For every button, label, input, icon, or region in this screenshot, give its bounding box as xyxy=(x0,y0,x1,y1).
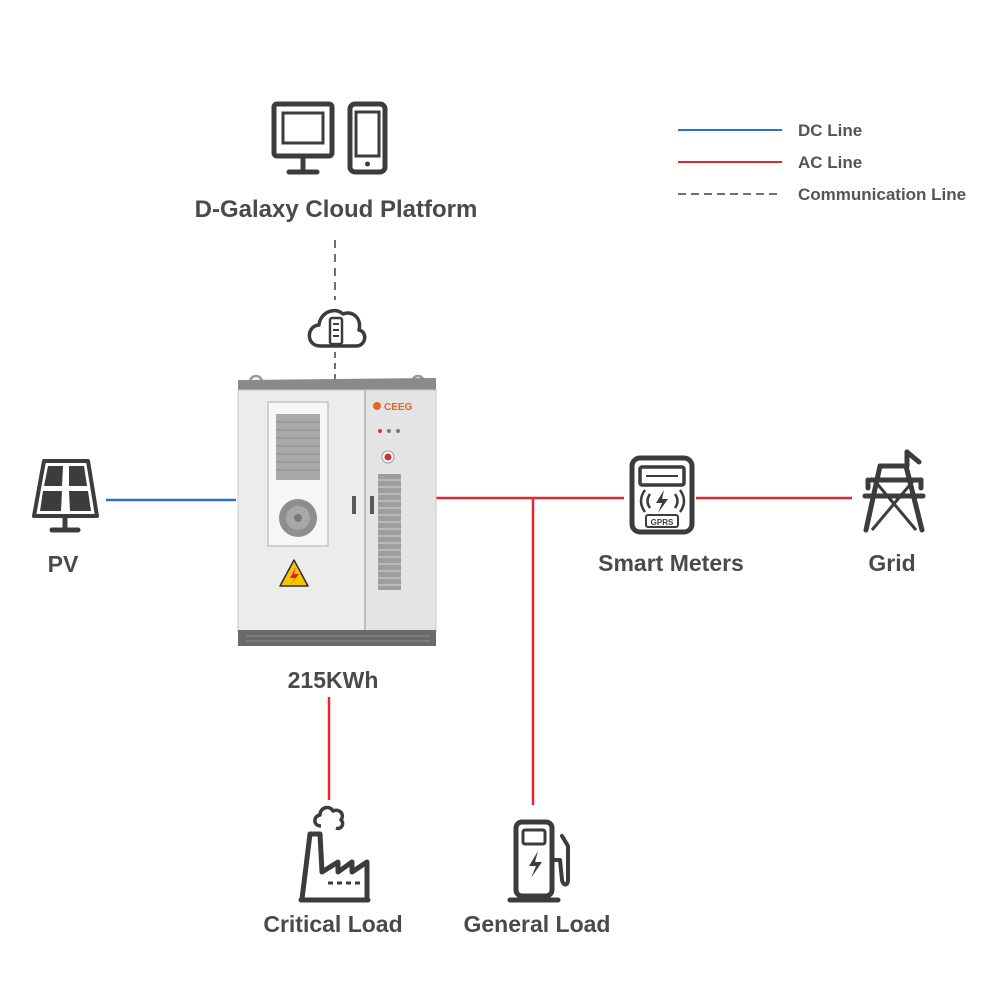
pv-label: PV xyxy=(48,551,79,577)
phone-icon xyxy=(347,101,388,175)
monitor-icon xyxy=(271,101,335,175)
cloud-platform-label: D-Galaxy Cloud Platform xyxy=(195,196,478,223)
legend-comm-label: Communication Line xyxy=(798,185,966,204)
solar-panel-icon xyxy=(32,459,99,533)
cabinet-brand: CEEG xyxy=(384,402,413,413)
energy-storage-cabinet: CEEG xyxy=(237,374,437,646)
legend-dc-label: DC Line xyxy=(798,121,862,140)
smart-meters-label: Smart Meters xyxy=(598,550,744,576)
critical-load-label: Critical Load xyxy=(263,911,402,937)
general-load-label: General Load xyxy=(464,911,611,937)
connections xyxy=(106,240,852,805)
power-tower-icon xyxy=(862,449,926,533)
charging-station-icon xyxy=(507,819,570,903)
storage-capacity-label: 215KWh xyxy=(288,667,379,693)
meter-gprs-tag: GPRS xyxy=(651,518,674,527)
smart-meter-icon: GPRS xyxy=(629,455,695,535)
cloud-icon xyxy=(307,308,367,348)
factory-icon xyxy=(298,805,371,903)
legend-ac-label: AC Line xyxy=(798,153,862,172)
legend: DC Line AC Line Communication Line xyxy=(678,121,966,204)
grid-label: Grid xyxy=(868,550,915,576)
